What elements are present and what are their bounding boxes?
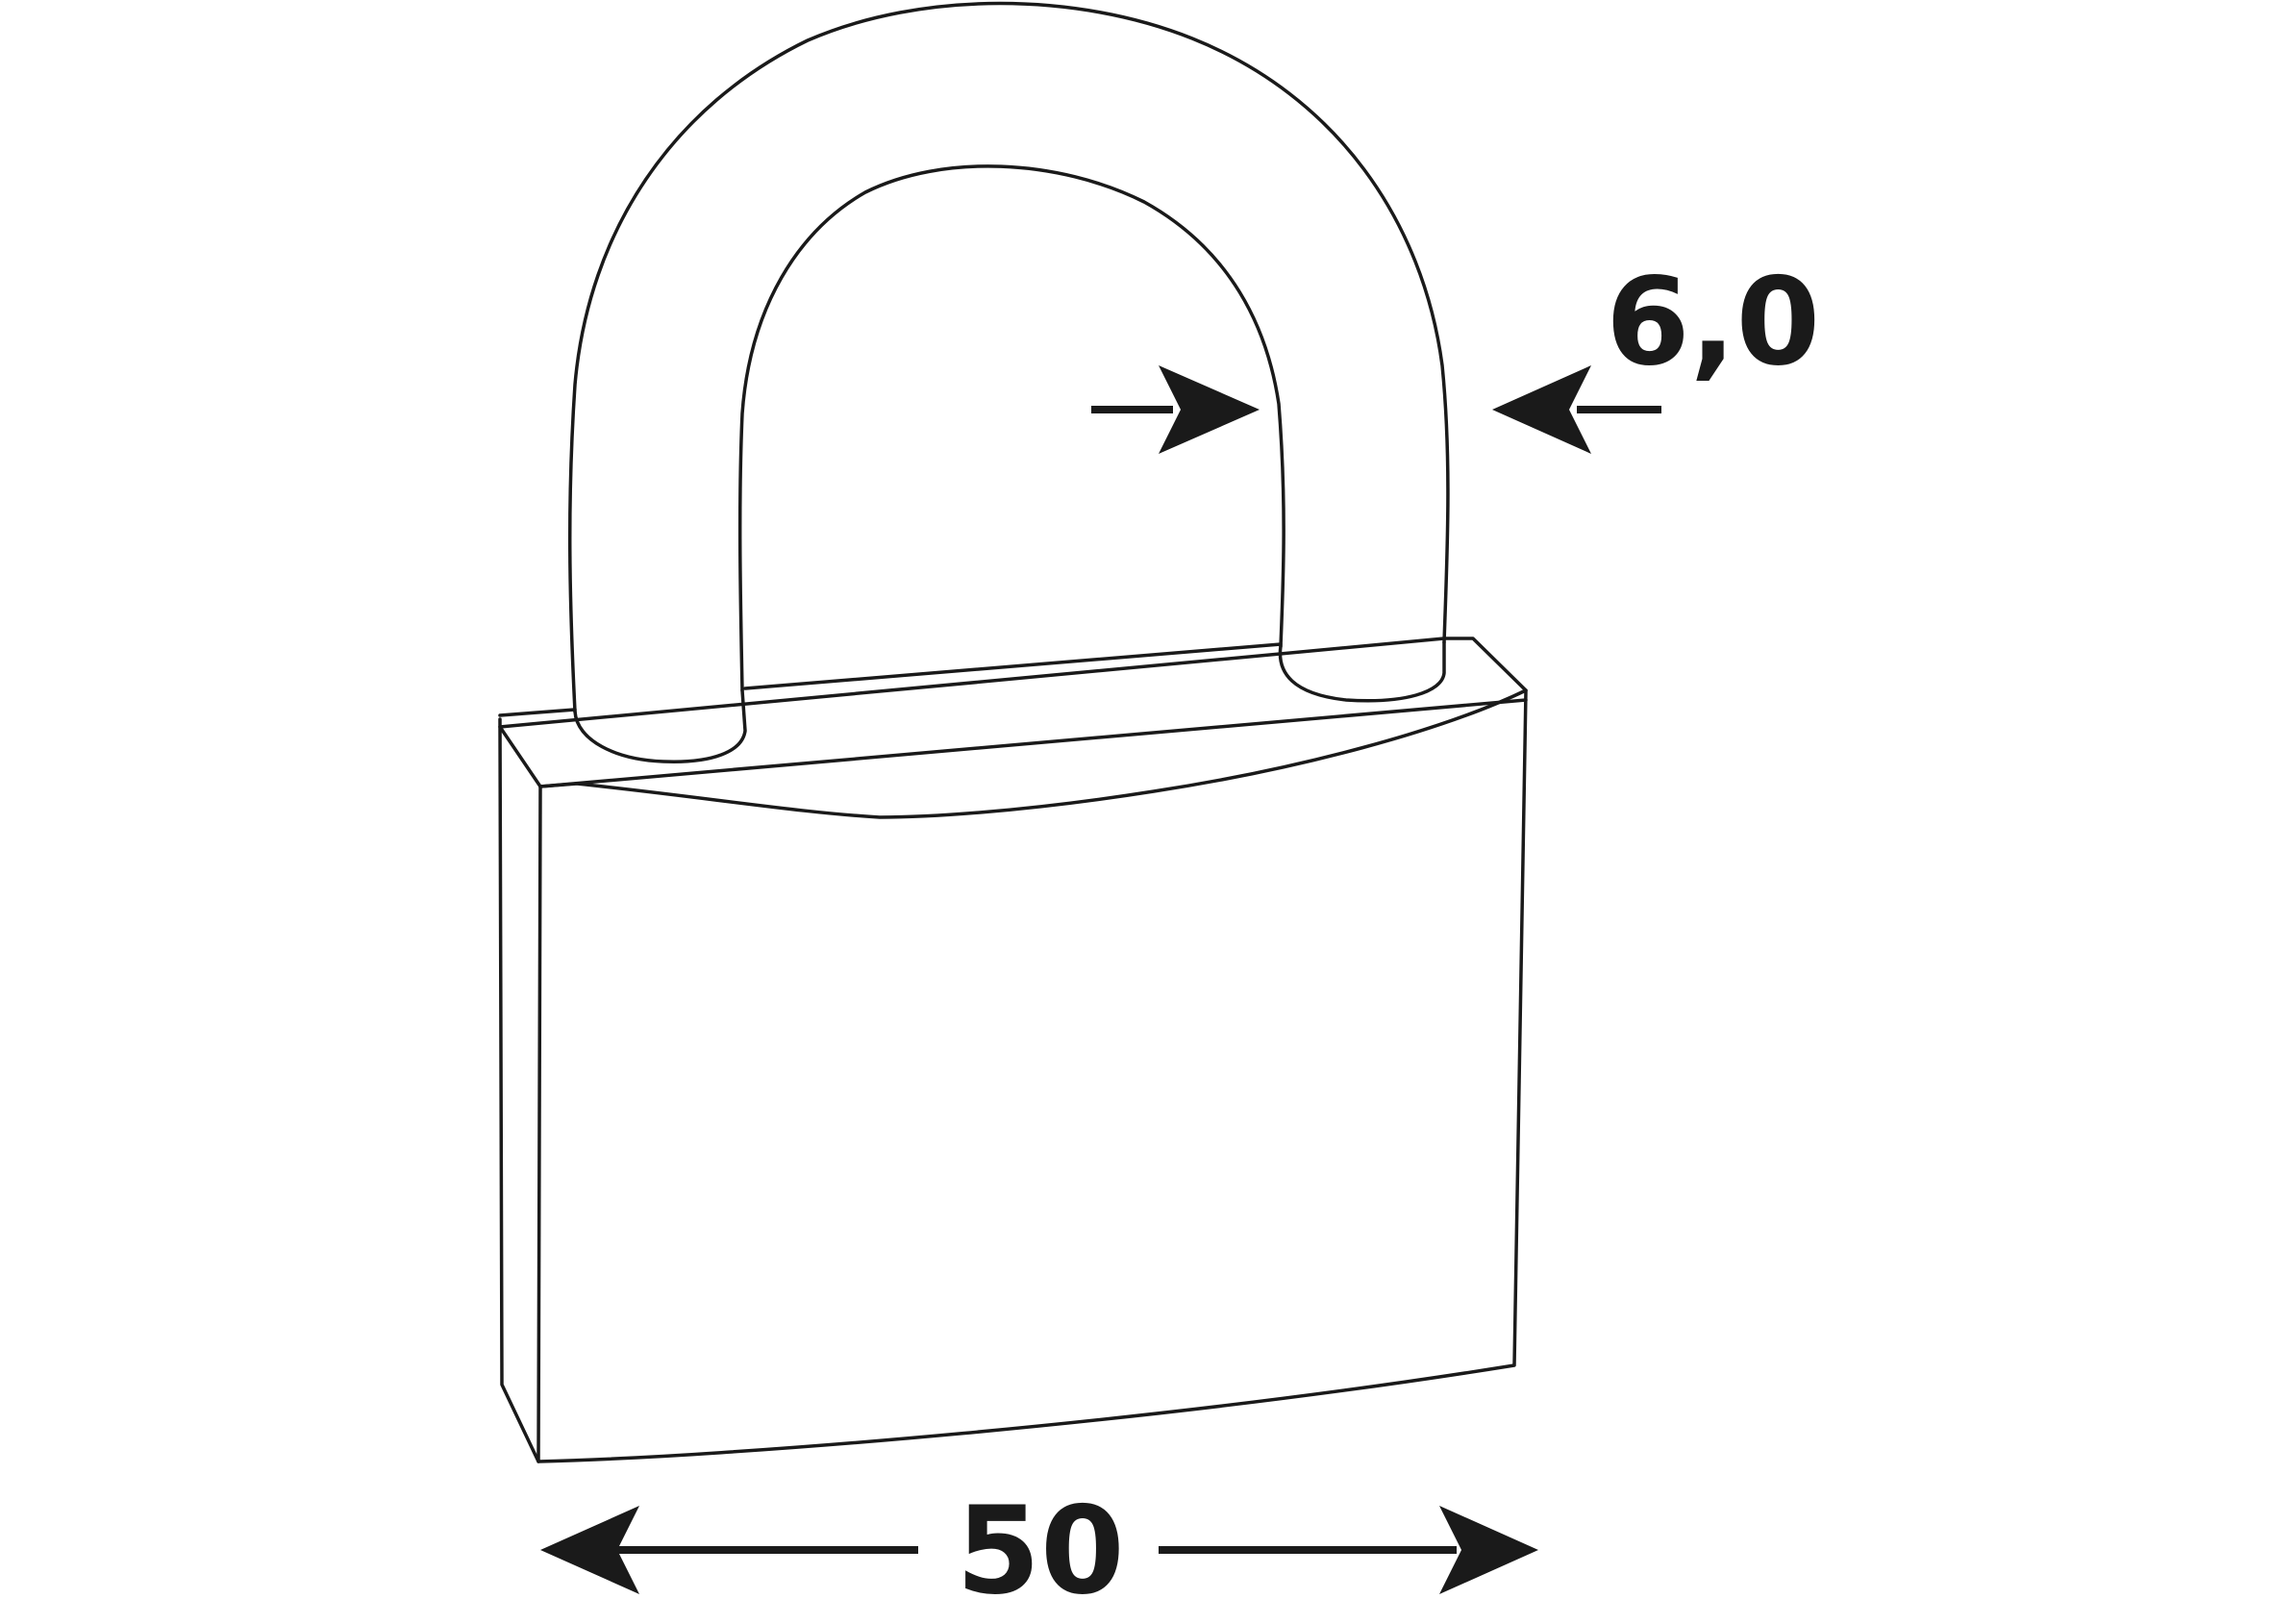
shackle-right-foot — [1278, 640, 1446, 703]
inner-arrowhead — [1159, 365, 1260, 454]
lock-body-top-face — [498, 637, 1528, 819]
width-arrow-right-head — [1439, 1506, 1538, 1594]
lock-body-top-front-edge — [538, 698, 1528, 788]
shackle — [567, 1, 1450, 763]
lock-body-left-side — [498, 717, 540, 1463]
shackle-thickness-dimension: 6,0 — [1091, 251, 1820, 454]
shackle-thickness-label: 6,0 — [1606, 251, 1820, 392]
lock-body-front-face — [537, 688, 1528, 1463]
body-width-dimension: 50 — [540, 1480, 1538, 1621]
shackle-left-foot — [573, 688, 747, 763]
lock-body — [498, 637, 1528, 1463]
body-width-label: 50 — [956, 1480, 1124, 1621]
shackle-inner-edge — [737, 164, 1285, 692]
shackle-outer-edge — [567, 1, 1450, 713]
outer-arrowhead — [1492, 365, 1591, 454]
width-arrow-left-head — [540, 1506, 639, 1594]
